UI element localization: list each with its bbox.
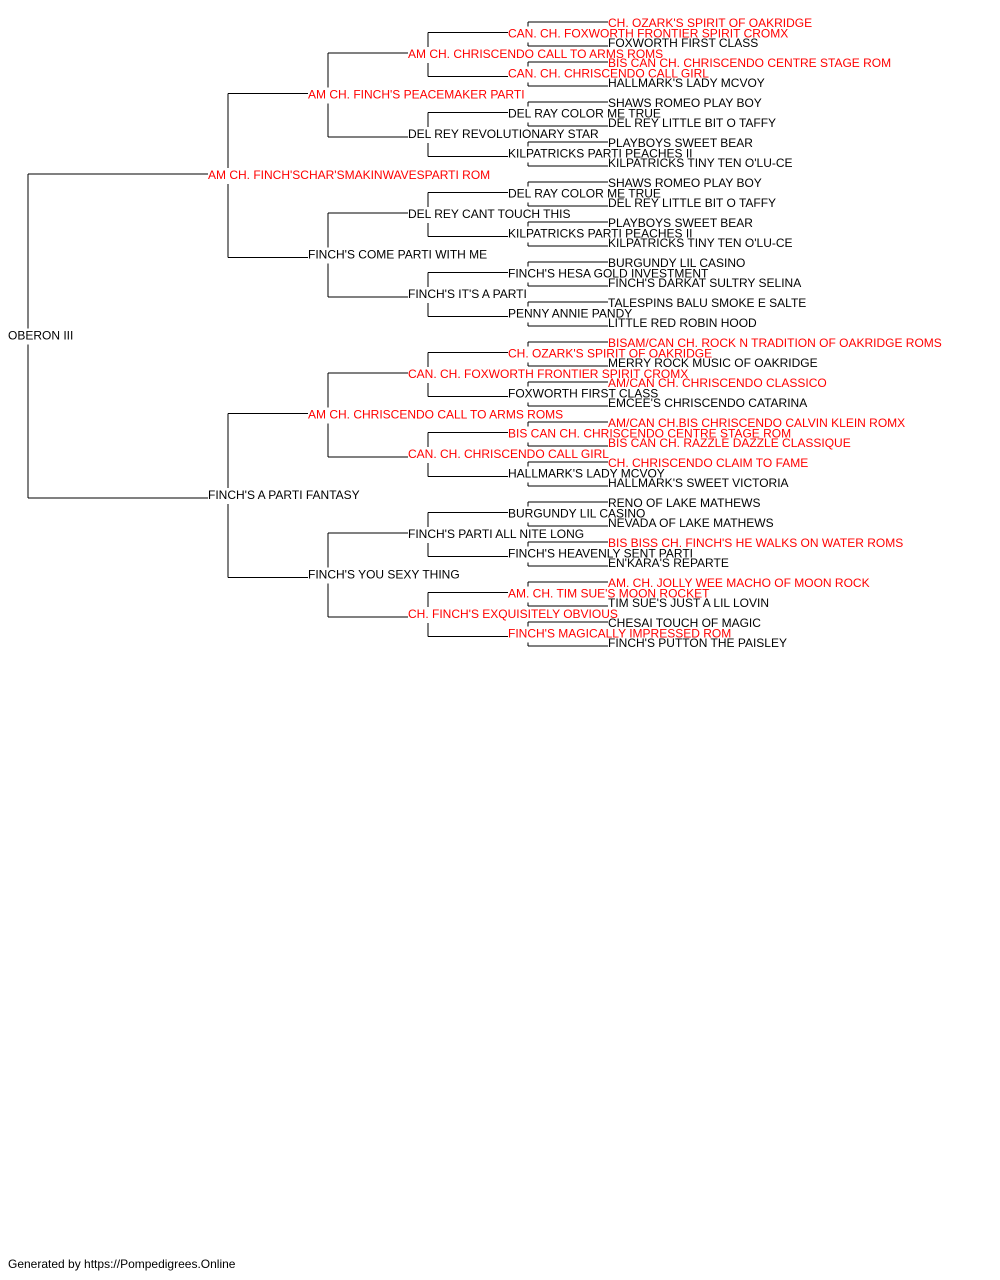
pedigree-name: DEL REY CANT TOUCH THIS [408, 207, 571, 221]
pedigree-name: DEL RAY COLOR ME TRUE [508, 107, 661, 121]
pedigree-name: BIS CAN CH. CHRISCENDO CENTRE STAGE ROM [508, 427, 791, 441]
pedigree-name: TIM SUE'S JUST A LIL LOVIN [608, 596, 769, 610]
pedigree-name: DEL REY REVOLUTIONARY STAR [408, 127, 599, 141]
pedigree-name: CH. FINCH'S EXQUISITELY OBVIOUS [408, 607, 618, 621]
pedigree-name: AM CH. FINCH'SCHAR'SMAKINWAVESPARTI ROM [208, 168, 490, 182]
pedigree-name: SHAWS ROMEO PLAY BOY [608, 96, 762, 110]
pedigree-name: FOXWORTH FIRST CLASS [508, 387, 658, 401]
pedigree-name: AM. CH. JOLLY WEE MACHO OF MOON ROCK [608, 576, 870, 590]
pedigree-name: SHAWS ROMEO PLAY BOY [608, 176, 762, 190]
pedigree-name: CH. CHRISCENDO CLAIM TO FAME [608, 456, 808, 470]
pedigree-name: CH. OZARK'S SPIRIT OF OAKRIDGE [508, 347, 712, 361]
pedigree-name: FOXWORTH FIRST CLASS [608, 36, 758, 50]
pedigree-name: EN'KARA'S REPARTE [608, 556, 729, 570]
pedigree-name: FINCH'S MAGICALLY IMPRESSED ROM [508, 627, 731, 641]
pedigree-name: HALLMARK'S LADY MCVOY [608, 76, 765, 90]
pedigree-name: CAN. CH. FOXWORTH FRONTIER SPIRIT CROMX [508, 27, 788, 41]
generated-by-footer: Generated by https://Pompedigrees.Online [8, 1257, 236, 1271]
pedigree-name: PLAYBOYS SWEET BEAR [608, 216, 753, 230]
pedigree-name: RENO OF LAKE MATHEWS [608, 496, 760, 510]
pedigree-name: FINCH'S COME PARTI WITH ME [308, 248, 487, 262]
pedigree-name: AM CH. CHRISCENDO CALL TO ARMS ROMS [308, 408, 563, 422]
pedigree-name: CAN. CH. CHRISCENDO CALL GIRL [508, 67, 709, 81]
pedigree-name: AM/CAN CH.BIS CHRISCENDO CALVIN KLEIN RO… [608, 416, 905, 430]
pedigree-name: PENNY ANNIE PANDY [508, 307, 632, 321]
pedigree-name: FINCH'S HESA GOLD INVESTMENT [508, 267, 709, 281]
pedigree-name: FINCH'S PUTTON THE PAISLEY [608, 636, 787, 650]
pedigree-name: FINCH'S HEAVENLY SENT PARTI [508, 547, 693, 561]
pedigree-name: BISAM/CAN CH. ROCK N TRADITION OF OAKRID… [608, 336, 942, 350]
pedigree-name: OBERON III [8, 329, 73, 343]
pedigree-name: BIS CAN CH. CHRISCENDO CENTRE STAGE ROM [608, 56, 891, 70]
pedigree-name: FINCH'S A PARTI FANTASY [208, 488, 360, 502]
pedigree-name: CAN. CH. CHRISCENDO CALL GIRL [408, 447, 609, 461]
pedigree-name: NEVADA OF LAKE MATHEWS [608, 516, 774, 530]
pedigree-name: DEL REY LITTLE BIT O TAFFY [608, 116, 776, 130]
pedigree-name: PLAYBOYS SWEET BEAR [608, 136, 753, 150]
pedigree-name: CAN. CH. FOXWORTH FRONTIER SPIRIT CROMX [408, 367, 688, 381]
pedigree-name: BIS BISS CH. FINCH'S HE WALKS ON WATER R… [608, 536, 903, 550]
pedigree-name: AM/CAN CH. CHRISCENDO CLASSICO [608, 376, 827, 390]
pedigree-name: AM. CH. TIM SUE'S MOON ROCKET [508, 587, 710, 601]
pedigree-name: DEL REY LITTLE BIT O TAFFY [608, 196, 776, 210]
pedigree-name: BURGUNDY LIL CASINO [608, 256, 745, 270]
pedigree-name: KILPATRICKS PARTI PEACHES II [508, 227, 693, 241]
pedigree-name: FINCH'S YOU SEXY THING [308, 568, 460, 582]
pedigree-name: HALLMARK'S LADY MCVOY [508, 467, 665, 481]
pedigree-name: DEL RAY COLOR ME TRUE [508, 187, 661, 201]
pedigree-name: BURGUNDY LIL CASINO [508, 507, 645, 521]
pedigree-name: CH. OZARK'S SPIRIT OF OAKRIDGE [608, 16, 812, 30]
pedigree-name: AM CH. FINCH'S PEACEMAKER PARTI [308, 88, 525, 102]
pedigree-name: FINCH'S DARKAT SULTRY SELINA [608, 276, 801, 290]
pedigree-name: HALLMARK'S SWEET VICTORIA [608, 476, 789, 490]
pedigree-name: TALESPINS BALU SMOKE E SALTE [608, 296, 806, 310]
pedigree-name: LITTLE RED ROBIN HOOD [608, 316, 757, 330]
pedigree-name: BIS CAN CH. RAZZLE DAZZLE CLASSIQUE [608, 436, 851, 450]
pedigree-name: KILPATRICKS TINY TEN O'LU-CE [608, 236, 793, 250]
pedigree-name: CHESAI TOUCH OF MAGIC [608, 616, 761, 630]
pedigree-name: MERRY ROCK MUSIC OF OAKRIDGE [608, 356, 818, 370]
pedigree-name: FINCH'S IT'S A PARTI [408, 287, 527, 301]
pedigree-name: KILPATRICKS PARTI PEACHES II [508, 147, 693, 161]
pedigree-name: EMCEE'S CHRISCENDO CATARINA [608, 396, 807, 410]
pedigree-name: AM CH. CHRISCENDO CALL TO ARMS ROMS [408, 47, 663, 61]
pedigree-name: FINCH'S PARTI ALL NITE LONG [408, 527, 584, 541]
pedigree-name: KILPATRICKS TINY TEN O'LU-CE [608, 156, 793, 170]
